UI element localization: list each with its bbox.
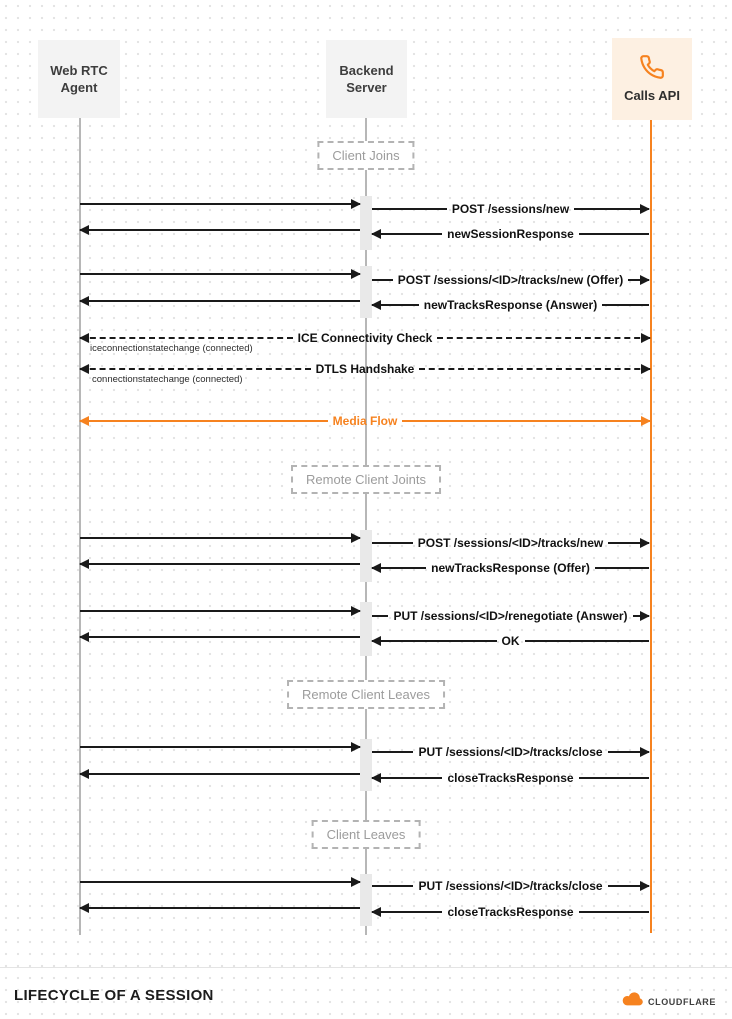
arrow-backend-to-agent bbox=[79, 557, 360, 571]
cloudflare-brand-text: CLOUDFLARE bbox=[648, 997, 716, 1007]
arrow-agent-to-backend bbox=[80, 875, 361, 889]
message-label: Media Flow bbox=[332, 414, 398, 428]
message-label: OK bbox=[501, 634, 520, 648]
arrow-post-tracks-new: POST /sessions/<ID>/tracks/new bbox=[372, 536, 650, 550]
message-label: POST /sessions/<ID>/tracks/new (Offer) bbox=[397, 273, 624, 287]
section-label: Client Leaves bbox=[326, 827, 406, 842]
message-label: newTracksResponse (Offer) bbox=[431, 561, 590, 575]
message-label: newSessionResponse bbox=[447, 227, 574, 241]
phone-icon bbox=[639, 54, 665, 80]
lifeline-backend-server bbox=[365, 118, 367, 935]
arrow-agent-to-backend bbox=[80, 197, 361, 211]
arrow-agent-to-backend bbox=[80, 267, 361, 281]
section-remote-client-joints: Remote Client Joints bbox=[291, 465, 441, 494]
section-client-leaves: Client Leaves bbox=[311, 820, 421, 849]
message-label: ICE Connectivity Check bbox=[297, 331, 433, 345]
arrow-post-tracks-new-offer: POST /sessions/<ID>/tracks/new (Offer) bbox=[372, 273, 650, 287]
message-label: POST /sessions/new bbox=[451, 202, 570, 216]
arrow-ice-connectivity-check: ICE Connectivity Check bbox=[79, 331, 651, 345]
actor-webrtc-label-line1: Web RTC bbox=[50, 63, 108, 78]
cloudflare-cloud-icon bbox=[622, 992, 644, 1012]
event-connectionstatechange: connectionstatechange (connected) bbox=[92, 374, 243, 385]
actor-webrtc-agent: Web RTC Agent bbox=[38, 40, 120, 118]
arrow-new-tracks-response-offer: newTracksResponse (Offer) bbox=[371, 561, 649, 575]
actor-backend-server: Backend Server bbox=[326, 40, 407, 118]
section-client-joins: Client Joins bbox=[317, 141, 415, 170]
arrow-post-sessions-new: POST /sessions/new bbox=[372, 202, 650, 216]
arrow-close-tracks-response: closeTracksResponse bbox=[371, 905, 650, 919]
arrow-agent-to-backend bbox=[80, 531, 361, 545]
lifeline-calls-api bbox=[650, 120, 652, 933]
arrow-agent-to-backend bbox=[80, 604, 361, 618]
arrow-backend-to-agent bbox=[79, 767, 360, 781]
actor-backend-label-line1: Backend bbox=[339, 63, 394, 78]
arrow-backend-to-agent bbox=[79, 223, 360, 237]
cloudflare-brand: CLOUDFLARE bbox=[622, 992, 716, 1012]
section-label: Remote Client Leaves bbox=[302, 687, 430, 702]
arrow-close-tracks-response: closeTracksResponse bbox=[371, 771, 650, 785]
arrow-put-tracks-close: PUT /sessions/<ID>/tracks/close bbox=[372, 745, 650, 759]
activation-bar bbox=[360, 602, 372, 656]
message-label: PUT /sessions/<ID>/tracks/close bbox=[418, 745, 603, 759]
activation-bar bbox=[360, 530, 372, 582]
arrow-new-session-response: newSessionResponse bbox=[371, 227, 649, 241]
message-label: PUT /sessions/<ID>/tracks/close bbox=[418, 879, 603, 893]
message-label: closeTracksResponse bbox=[447, 905, 574, 919]
section-label: Client Joins bbox=[332, 148, 400, 163]
message-label: DTLS Handshake bbox=[315, 362, 415, 376]
arrow-agent-to-backend bbox=[80, 740, 361, 754]
actor-calls-api: Calls API bbox=[612, 38, 692, 120]
message-label: POST /sessions/<ID>/tracks/new bbox=[417, 536, 604, 550]
arrow-backend-to-agent bbox=[79, 901, 360, 915]
message-label: PUT /sessions/<ID>/renegotiate (Answer) bbox=[393, 609, 628, 623]
arrow-new-tracks-response-answer: newTracksResponse (Answer) bbox=[371, 298, 649, 312]
message-label: closeTracksResponse bbox=[447, 771, 574, 785]
activation-bar bbox=[360, 266, 372, 318]
arrow-media-flow: Media Flow bbox=[79, 414, 651, 428]
footer-divider bbox=[0, 967, 732, 968]
arrow-backend-to-agent bbox=[79, 630, 360, 644]
arrow-ok-response: OK bbox=[371, 634, 649, 648]
actor-calls-api-label: Calls API bbox=[624, 88, 680, 103]
lifeline-webrtc-agent bbox=[79, 118, 81, 935]
arrow-put-tracks-close: PUT /sessions/<ID>/tracks/close bbox=[372, 879, 650, 893]
activation-bar bbox=[360, 739, 372, 791]
actor-backend-label-line2: Server bbox=[346, 80, 387, 95]
arrow-dtls-handshake: DTLS Handshake bbox=[79, 362, 651, 376]
section-label: Remote Client Joints bbox=[306, 472, 426, 487]
activation-bar bbox=[360, 874, 372, 926]
arrow-put-renegotiate-answer: PUT /sessions/<ID>/renegotiate (Answer) bbox=[372, 609, 650, 623]
page-title: LIFECYCLE OF A SESSION bbox=[14, 987, 214, 1004]
actor-webrtc-label-line2: Agent bbox=[60, 80, 98, 95]
activation-bar bbox=[360, 196, 372, 250]
section-remote-client-leaves: Remote Client Leaves bbox=[287, 680, 445, 709]
event-iceconnectionstatechange: iceconnectionstatechange (connected) bbox=[90, 343, 253, 354]
message-label: newTracksResponse (Answer) bbox=[423, 298, 598, 312]
arrow-backend-to-agent bbox=[79, 294, 360, 308]
